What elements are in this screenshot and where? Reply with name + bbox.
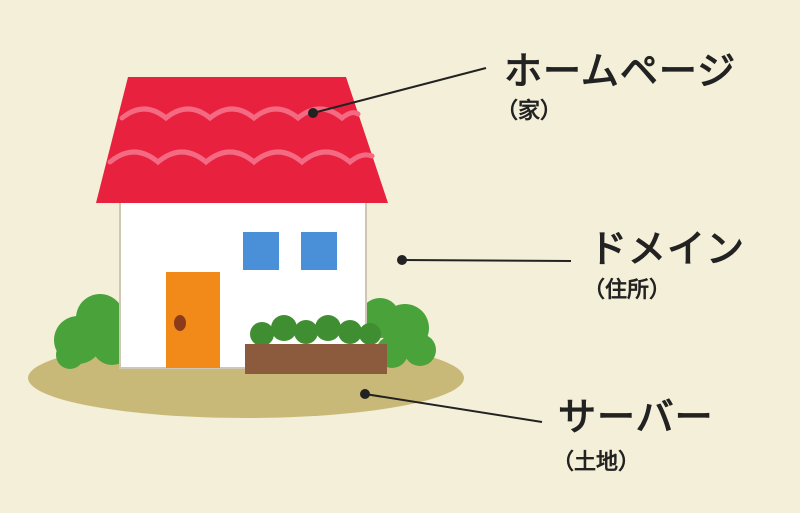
planter-box	[245, 344, 387, 374]
leader-lines	[308, 67, 572, 423]
homepage-sublabel: （家）	[496, 99, 563, 124]
door	[166, 272, 220, 368]
house-wall	[119, 195, 367, 369]
left-bush	[54, 294, 132, 369]
planter-greenery	[250, 315, 381, 346]
roof	[96, 77, 388, 203]
window-left	[243, 232, 279, 270]
server-label: サーバー	[558, 395, 714, 439]
door-knob	[174, 315, 186, 331]
domain-sublabel: （住所）	[583, 278, 672, 303]
roof-waves	[107, 106, 375, 166]
window-right	[301, 232, 337, 270]
server-sublabel: （土地）	[552, 450, 641, 475]
homepage-label: ホームページ	[504, 49, 737, 93]
domain-label: ドメイン	[589, 227, 746, 271]
